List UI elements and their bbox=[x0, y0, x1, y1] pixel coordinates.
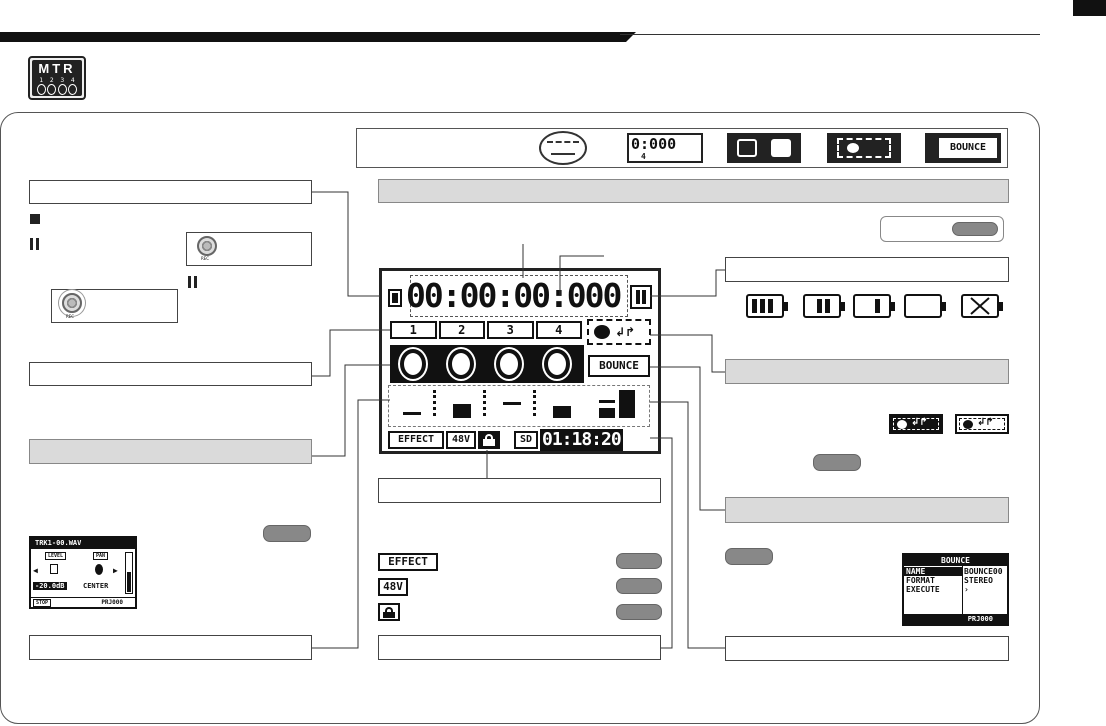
callout-leader-lines bbox=[0, 0, 1106, 726]
